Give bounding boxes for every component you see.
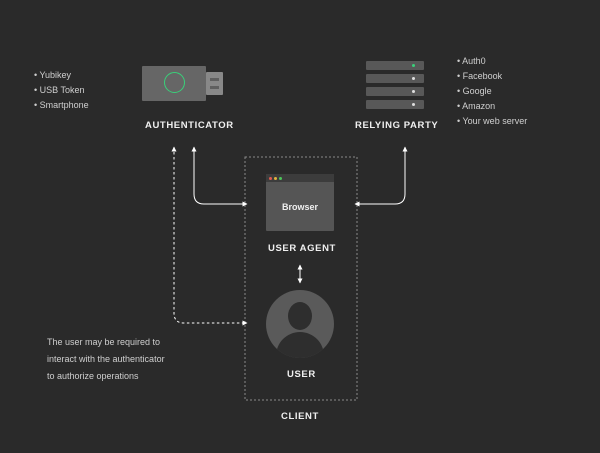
browser-title-bar: [266, 174, 334, 182]
list-item: Yubikey: [34, 68, 89, 83]
server-unit: [366, 74, 424, 83]
server-unit: [366, 87, 424, 96]
window-close-dot: [269, 176, 272, 180]
browser-window-icon: Browser: [266, 174, 334, 231]
interaction-note: The user may be required to interact wit…: [47, 334, 165, 385]
list-item: Your web server: [457, 114, 528, 129]
usb-key-connector: [206, 72, 223, 95]
authenticator-examples-list: Yubikey USB Token Smartphone: [34, 68, 89, 113]
relyingparty-browser-arrow: [354, 146, 408, 207]
avatar-head: [288, 302, 312, 330]
list-item: USB Token: [34, 83, 89, 98]
user-avatar-icon: [266, 290, 334, 358]
list-item: Google: [457, 84, 527, 99]
list-item: Auth0: [457, 54, 527, 69]
list-item: Amazon: [457, 99, 527, 114]
authenticator-browser-arrow: [191, 146, 248, 207]
client-title: CLIENT: [281, 411, 319, 422]
note-line: interact with the authenticator: [47, 354, 165, 364]
usb-key-icon: [142, 66, 206, 101]
avatar-body: [276, 332, 324, 358]
note-line: The user may be required to: [47, 337, 161, 347]
window-maximize-dot: [279, 176, 282, 180]
relying-party-title: RELYING PARTY: [355, 120, 439, 131]
note-line: to authorize operations: [47, 371, 139, 381]
usb-key-sensor-ring: [164, 72, 185, 93]
list-item: Smartphone: [34, 98, 89, 113]
list-item: Facebook: [457, 69, 527, 84]
user-agent-title: USER AGENT: [268, 243, 336, 254]
window-minimize-dot: [274, 176, 277, 180]
user-title: USER: [287, 369, 316, 380]
server-unit: [366, 100, 424, 109]
relying-party-examples-list: Auth0 Facebook Google Amazon Your web se…: [457, 54, 527, 129]
authenticator-title: AUTHENTICATOR: [145, 120, 234, 131]
browser-label: Browser: [281, 201, 318, 212]
authenticator-user-dashed-arrow: [171, 146, 248, 326]
server-unit: [366, 61, 424, 70]
